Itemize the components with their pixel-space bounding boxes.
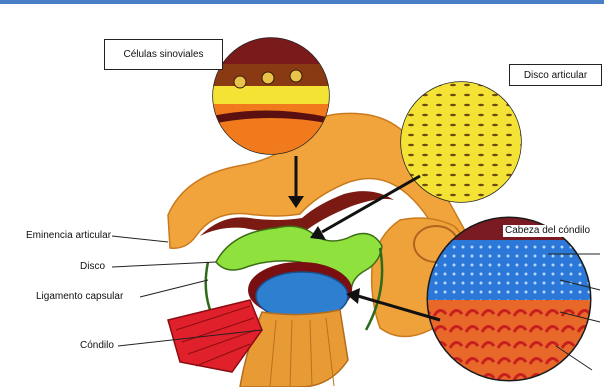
label-ligamento-capsular: Ligamento capsular: [36, 291, 123, 303]
label-eminencia-articular: Eminencia articular: [26, 230, 111, 242]
label-disco-articular: Disco articular: [509, 64, 602, 86]
label-disco: Disco: [80, 261, 105, 273]
label-celulas-sinoviales: Células sinoviales: [104, 39, 223, 70]
label-cabeza-del-condilo: Cabeza del cóndilo: [503, 225, 592, 237]
label-condilo: Cóndilo: [80, 340, 114, 352]
